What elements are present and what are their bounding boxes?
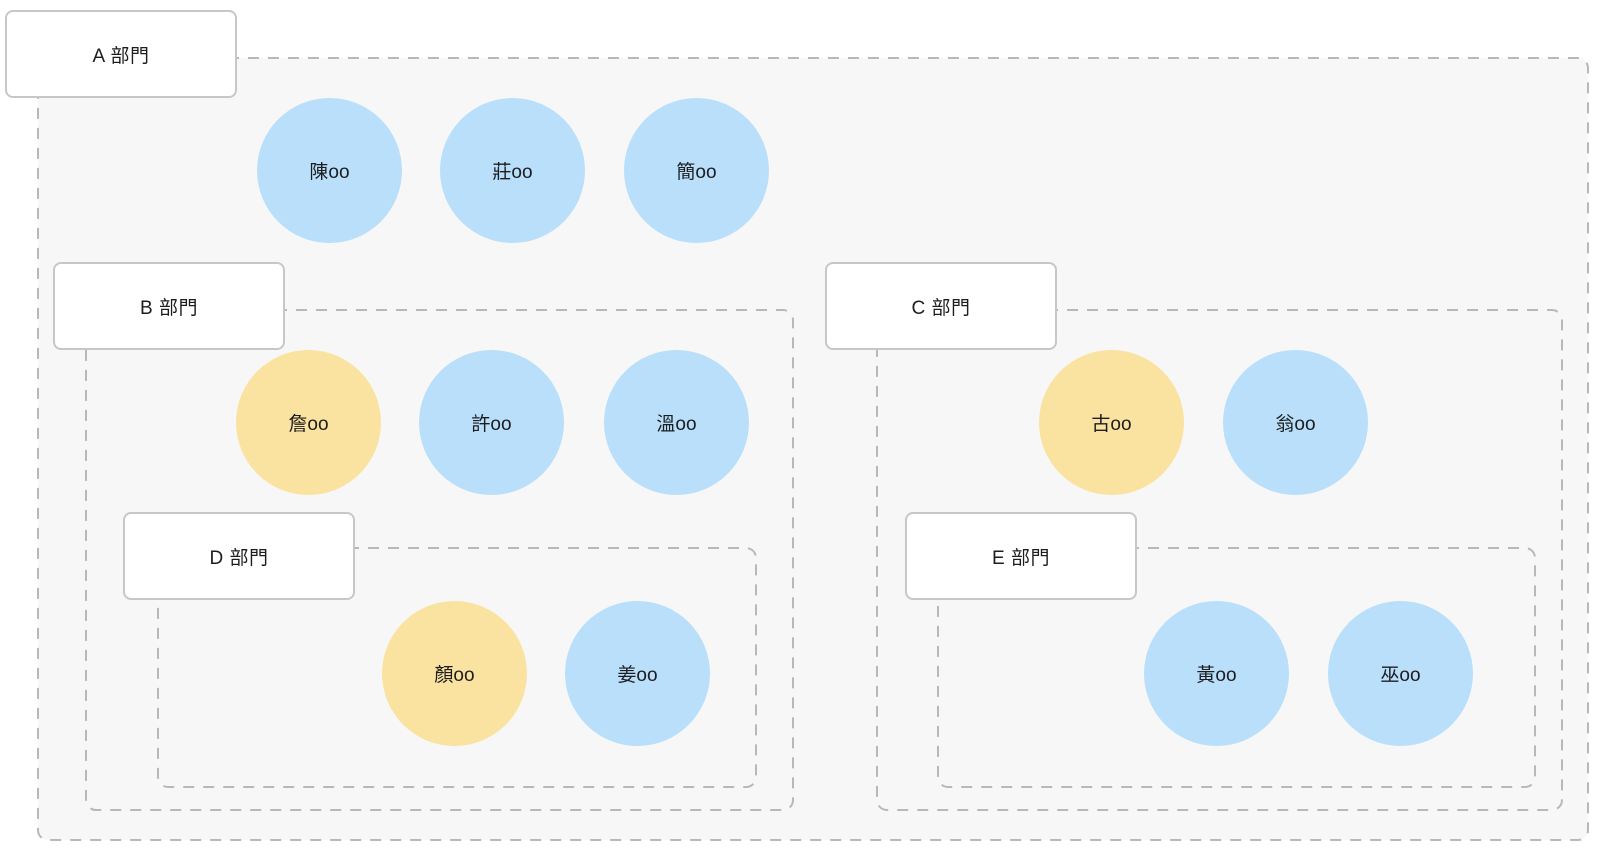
dept-label-b[interactable]: B 部門 [53,262,285,350]
member-node[interactable]: 陳oo [257,98,402,243]
dept-label-e[interactable]: E 部門 [905,512,1137,600]
member-node[interactable]: 古oo [1039,350,1184,495]
member-node[interactable]: 溫oo [604,350,749,495]
member-node[interactable]: 顏oo [382,601,527,746]
dept-label-d[interactable]: D 部門 [123,512,355,600]
member-node[interactable]: 莊oo [440,98,585,243]
member-node[interactable]: 詹oo [236,350,381,495]
member-node[interactable]: 許oo [419,350,564,495]
member-node[interactable]: 翁oo [1223,350,1368,495]
member-node[interactable]: 姜oo [565,601,710,746]
member-node[interactable]: 巫oo [1328,601,1473,746]
dept-label-c[interactable]: C 部門 [825,262,1057,350]
member-node[interactable]: 黃oo [1144,601,1289,746]
dept-label-a[interactable]: A 部門 [5,10,237,98]
member-node[interactable]: 簡oo [624,98,769,243]
